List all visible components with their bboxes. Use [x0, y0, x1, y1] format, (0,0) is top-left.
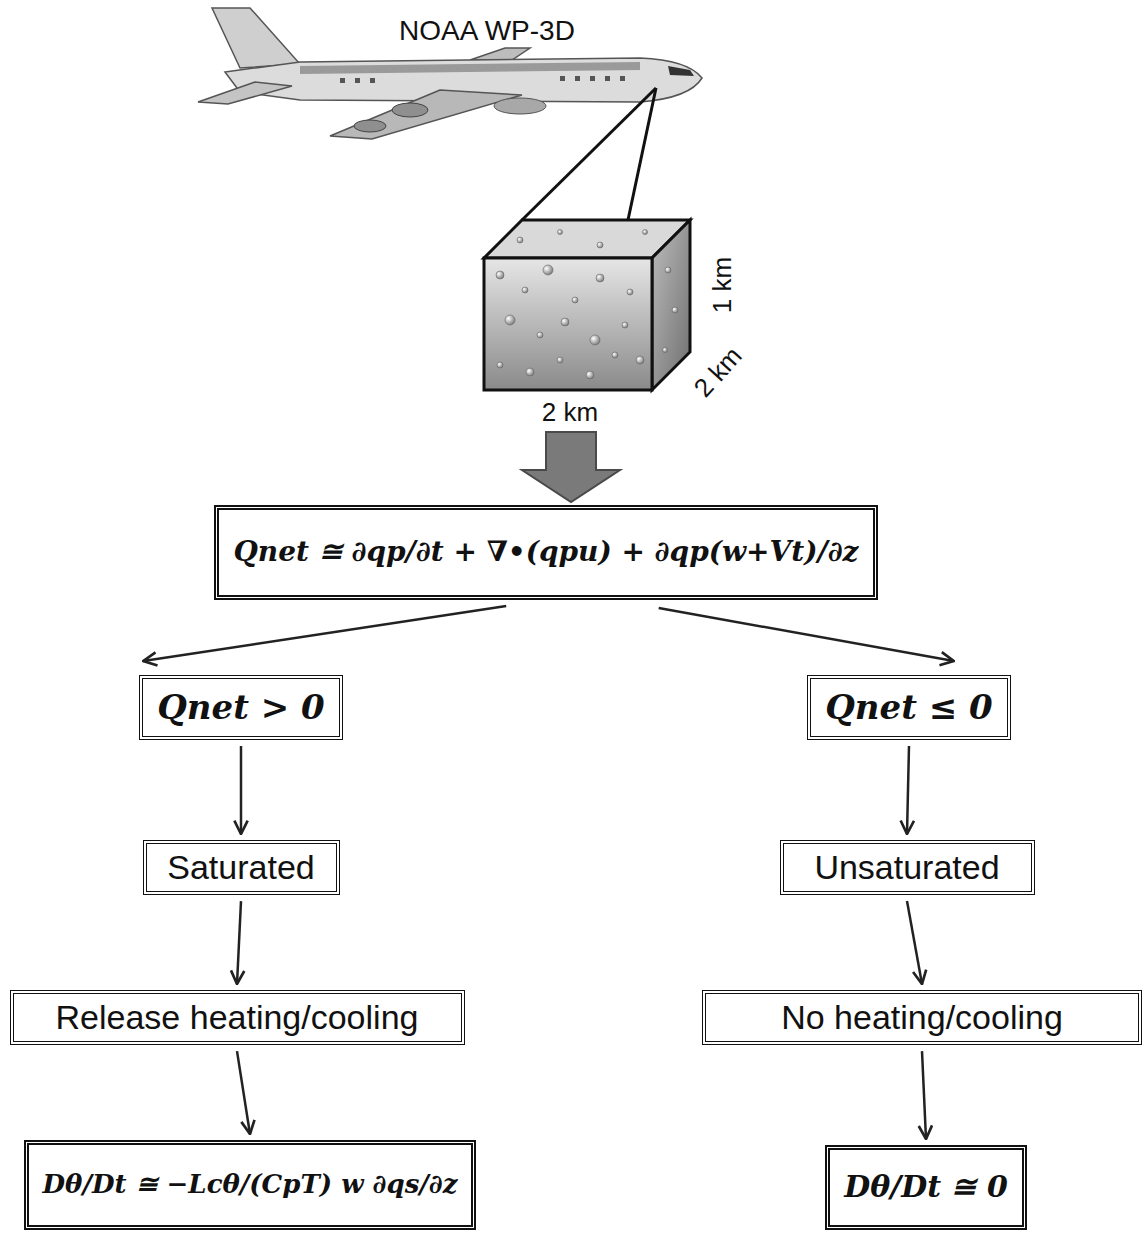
droplets [496, 230, 678, 380]
node-text: No heating/cooling [781, 998, 1063, 1037]
sample-cube [484, 220, 690, 390]
node-text: Qnet ≤ 0 [825, 688, 993, 727]
airplane [198, 8, 702, 139]
process-box: No heating/cooling [702, 990, 1142, 1045]
radome [494, 98, 546, 114]
flow-arrow [237, 1051, 250, 1134]
windows [340, 76, 625, 83]
flow-arrow [907, 746, 909, 834]
flow-arrow [240, 746, 243, 834]
cone-line [522, 88, 656, 220]
cube-side [652, 220, 690, 390]
state-box: Unsaturated [780, 840, 1035, 895]
flow-arrow [659, 608, 954, 661]
node-text: Qnet > 0 [157, 688, 325, 727]
dimension: 2 km [687, 339, 750, 404]
aircraft-name: NOAA WP-3D [396, 16, 578, 47]
tail-fin [212, 8, 300, 68]
sampling-cone [522, 88, 656, 220]
dimension: 2 km [539, 398, 601, 427]
engine [354, 120, 386, 132]
flow-arrow [237, 901, 241, 984]
cone-line [628, 88, 656, 220]
near-wing [330, 90, 522, 139]
state-box: Saturated [143, 840, 340, 895]
node-text: Dθ/Dt ≅ −Lcθ/(CpT) w ∂qs/∂z [43, 1170, 458, 1200]
condition-box: Qnet ≤ 0 [807, 675, 1011, 740]
flow-arrow [922, 1051, 926, 1139]
node-text: Qnet ≅ ∂qp/∂t + ∇•(qpu) + ∂qp(w+Vt)/∂z [233, 536, 858, 568]
cockpit-window [668, 66, 694, 76]
equation-box: Dθ/Dt ≅ 0 [825, 1145, 1027, 1230]
node-text: Dθ/Dt ≅ 0 [844, 1170, 1008, 1205]
node-text: Unsaturated [814, 848, 999, 887]
flow-arrow [907, 901, 922, 984]
flow-arrow [522, 432, 620, 502]
node-text: Saturated [167, 848, 314, 887]
engine [392, 103, 428, 117]
condition-box: Qnet > 0 [139, 675, 343, 740]
dimension: 1 km [708, 254, 737, 316]
fuselage-stripe [300, 62, 640, 74]
process-box: Release heating/cooling [10, 990, 465, 1045]
stabilizer [198, 82, 292, 104]
equation-box: Qnet ≅ ∂qp/∂t + ∇•(qpu) + ∂qp(w+Vt)/∂z [214, 505, 877, 600]
equation-box: Dθ/Dt ≅ −Lcθ/(CpT) w ∂qs/∂z [24, 1140, 477, 1230]
node-text: Release heating/cooling [56, 998, 419, 1037]
cube-front [484, 258, 652, 390]
far-wing [470, 48, 530, 60]
flow-arrow [143, 606, 506, 661]
